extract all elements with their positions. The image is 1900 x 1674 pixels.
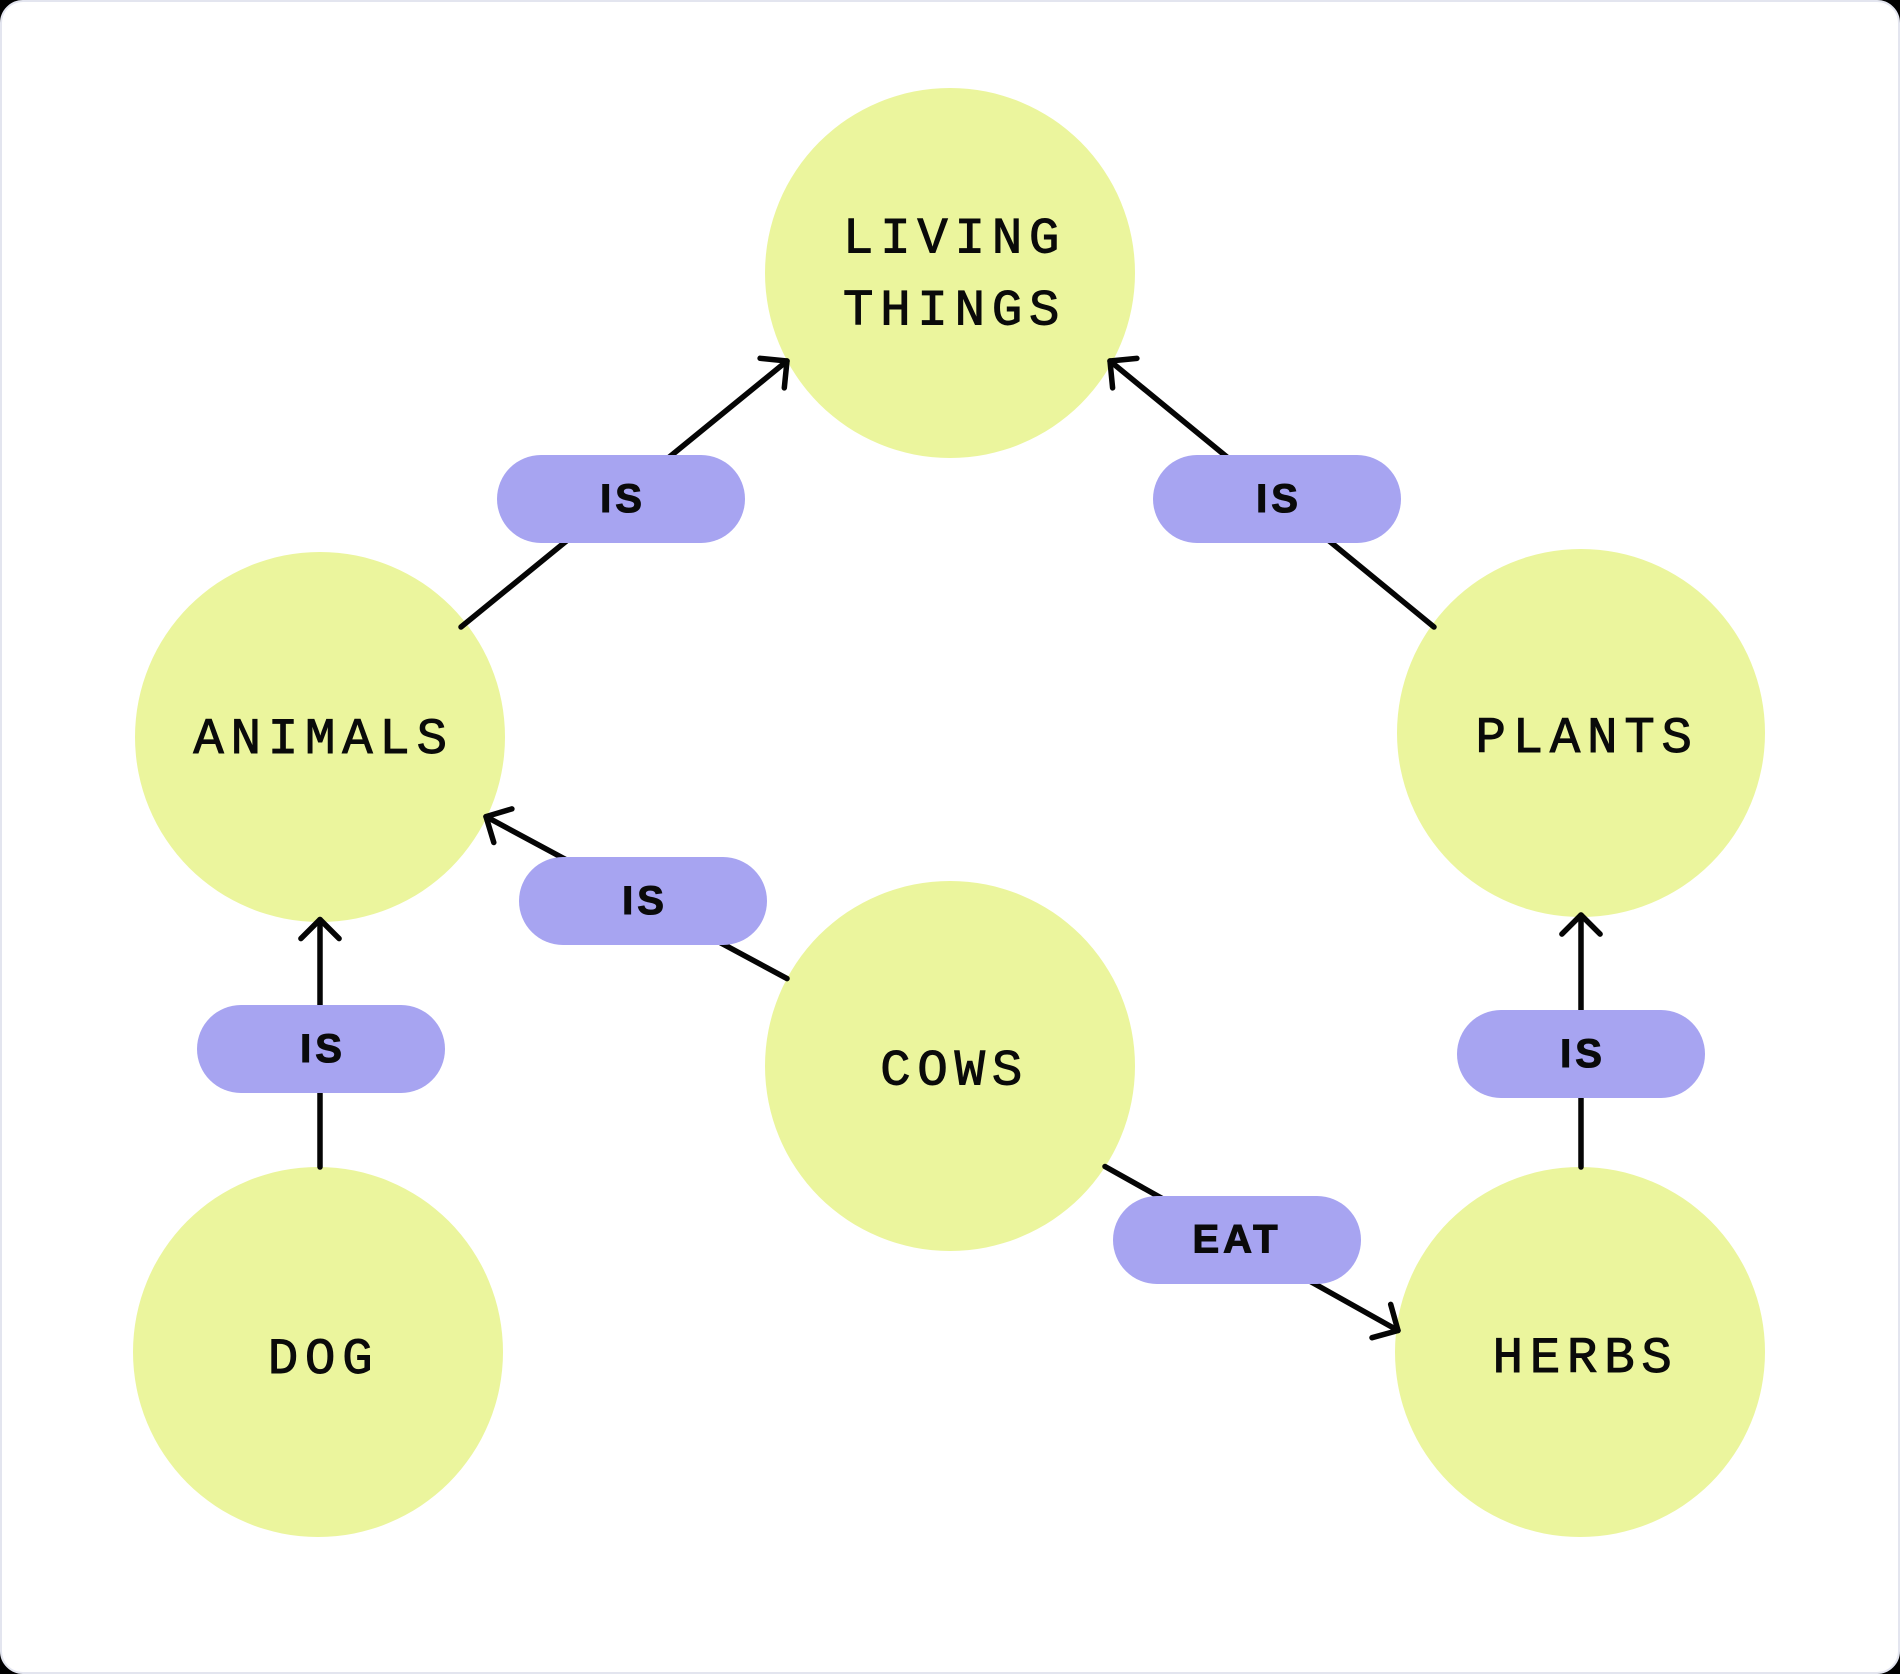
svg-text:ANIMALS: ANIMALS — [193, 712, 453, 769]
svg-text:PLANTS: PLANTS — [1475, 711, 1698, 768]
svg-text:IS: IS — [300, 1027, 346, 1071]
svg-text:IS: IS — [1560, 1032, 1606, 1076]
svg-text:EAT: EAT — [1192, 1218, 1281, 1262]
svg-text:IS: IS — [1256, 477, 1302, 521]
svg-text:IS: IS — [622, 879, 668, 923]
svg-text:LIVING: LIVING — [843, 212, 1066, 269]
svg-text:THINGS: THINGS — [843, 284, 1066, 341]
svg-text:IS: IS — [600, 477, 646, 521]
svg-text:COWS: COWS — [880, 1044, 1029, 1101]
svg-text:DOG: DOG — [268, 1332, 380, 1389]
svg-text:HERBS: HERBS — [1492, 1331, 1678, 1388]
